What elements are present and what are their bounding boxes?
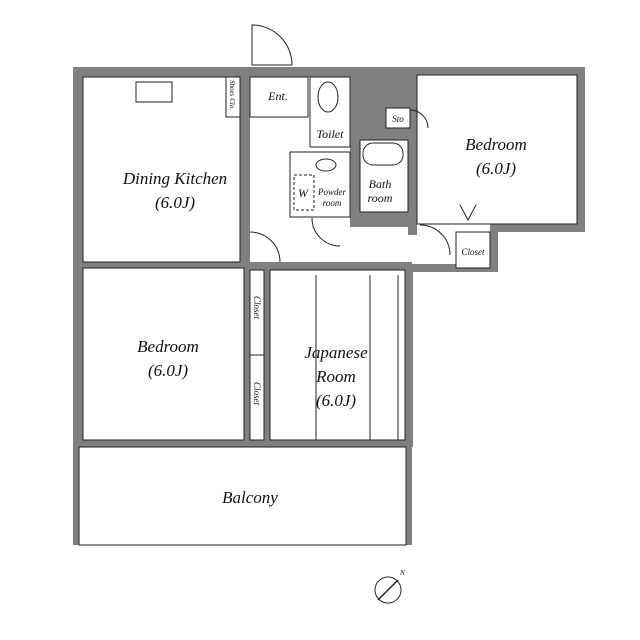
compass-north-label: N	[399, 569, 405, 577]
closet-low-label: Closet	[252, 382, 262, 406]
japanese-room-label-1: Japanese	[304, 343, 368, 362]
washer-label: W	[298, 186, 309, 200]
storage-label: Sto	[392, 114, 404, 124]
bedroom-left-label: Bedroom	[137, 337, 199, 356]
room-outlines	[78, 74, 578, 546]
powder-room-label-2: room	[323, 198, 342, 208]
shoes-closet-label: Shoes Clo.	[228, 80, 236, 110]
balcony-label: Balcony	[222, 488, 278, 507]
powder-room-label-1: Powder	[317, 187, 346, 197]
compass: N	[374, 569, 405, 604]
toilet-label: Toilet	[317, 127, 345, 141]
door-swings	[249, 24, 477, 440]
entrance-label: Ent.	[267, 89, 288, 103]
bedroom-right-size: (6.0J)	[476, 159, 516, 178]
japanese-room-size: (6.0J)	[316, 391, 356, 410]
dining-kitchen-size: (6.0J)	[155, 193, 195, 212]
bedroom-left-size: (6.0J)	[148, 361, 188, 380]
bathroom-label-2: room	[368, 191, 393, 205]
closet-mid-label: Closet	[252, 296, 262, 320]
dining-kitchen-label: Dining Kitchen	[122, 169, 227, 188]
japanese-room-label-2: Room	[315, 367, 356, 386]
bedroom-right-label: Bedroom	[465, 135, 527, 154]
bathroom-label-1: Bath	[369, 177, 392, 191]
room-labels: Dining Kitchen (6.0J) Bedroom (6.0J) Bed…	[122, 80, 527, 507]
closet-right-label: Closet	[461, 247, 485, 257]
